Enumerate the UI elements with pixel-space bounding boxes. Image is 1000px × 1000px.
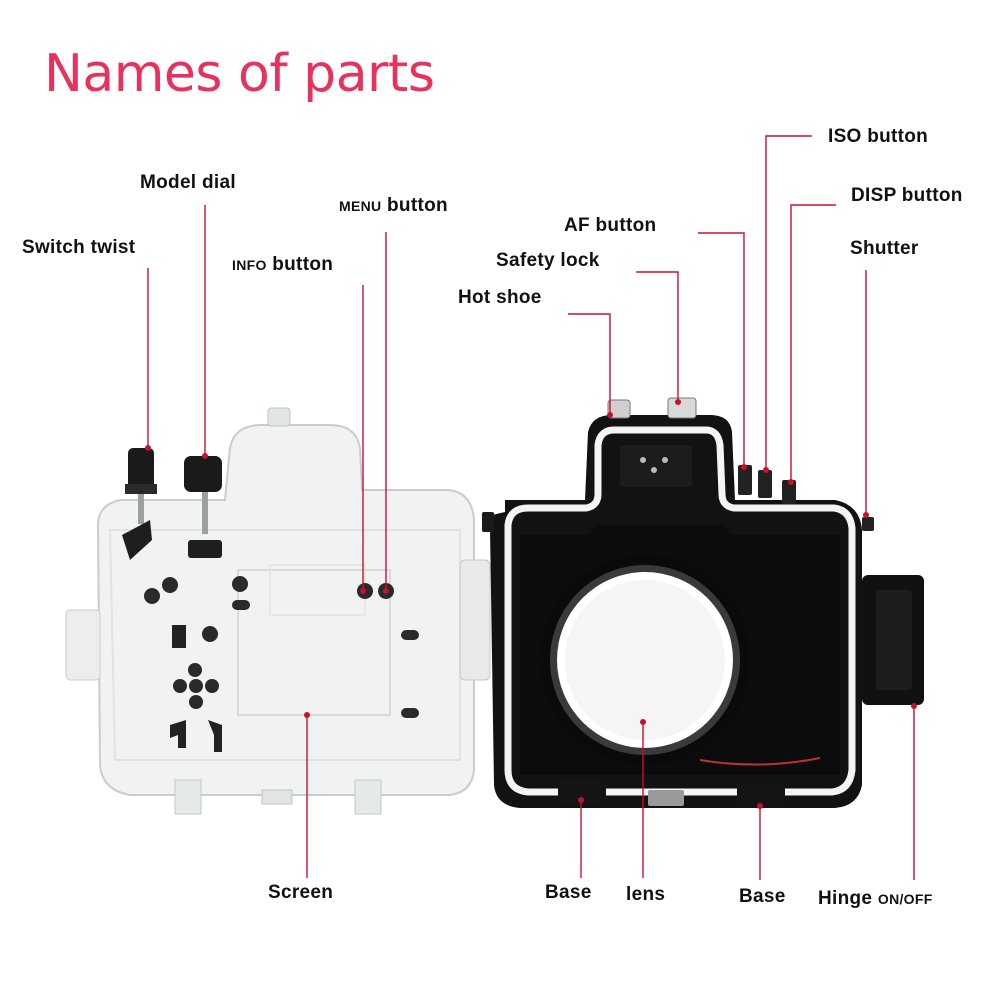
- leader-lines: [147, 135, 915, 880]
- label-base-left: Base: [545, 882, 592, 903]
- label-base-right: Base: [739, 886, 786, 907]
- back-cover: [65, 407, 491, 815]
- label-hinge-main: Hinge: [818, 888, 873, 909]
- label-menu-button: MENU button: [339, 195, 448, 217]
- label-lens: lens: [626, 884, 666, 905]
- page-title: Names of parts: [44, 44, 435, 104]
- label-switch-twist: Switch twist: [22, 237, 136, 258]
- label-menu-button-rest: button: [387, 195, 448, 216]
- leader-safety-lock: [636, 271, 679, 402]
- label-info-button-rest: button: [272, 254, 334, 275]
- label-hot-shoe: Hot shoe: [458, 287, 542, 308]
- leader-iso-button: [765, 135, 812, 470]
- label-info-button: INFO button: [232, 254, 333, 276]
- leader-disp-button: [790, 204, 836, 482]
- label-safety-lock: Safety lock: [496, 250, 600, 271]
- label-menu-button-small: MENU: [339, 198, 382, 214]
- label-info-button-small: INFO: [232, 257, 267, 273]
- label-screen: Screen: [268, 882, 334, 903]
- label-af-button: AF button: [564, 215, 657, 236]
- label-iso-button: ISO button: [828, 126, 929, 147]
- label-disp-button: DISP button: [851, 185, 963, 206]
- label-hinge-small: ON/OFF: [877, 891, 933, 907]
- leader-hot-shoe: [568, 313, 611, 415]
- label-hinge: Hinge ON/OFF: [818, 888, 933, 910]
- leader-dots: [145, 399, 917, 809]
- label-model-dial: Model dial: [140, 172, 236, 193]
- label-shutter: Shutter: [850, 238, 919, 259]
- housing-body: [482, 397, 924, 808]
- leader-af-button: [698, 232, 745, 467]
